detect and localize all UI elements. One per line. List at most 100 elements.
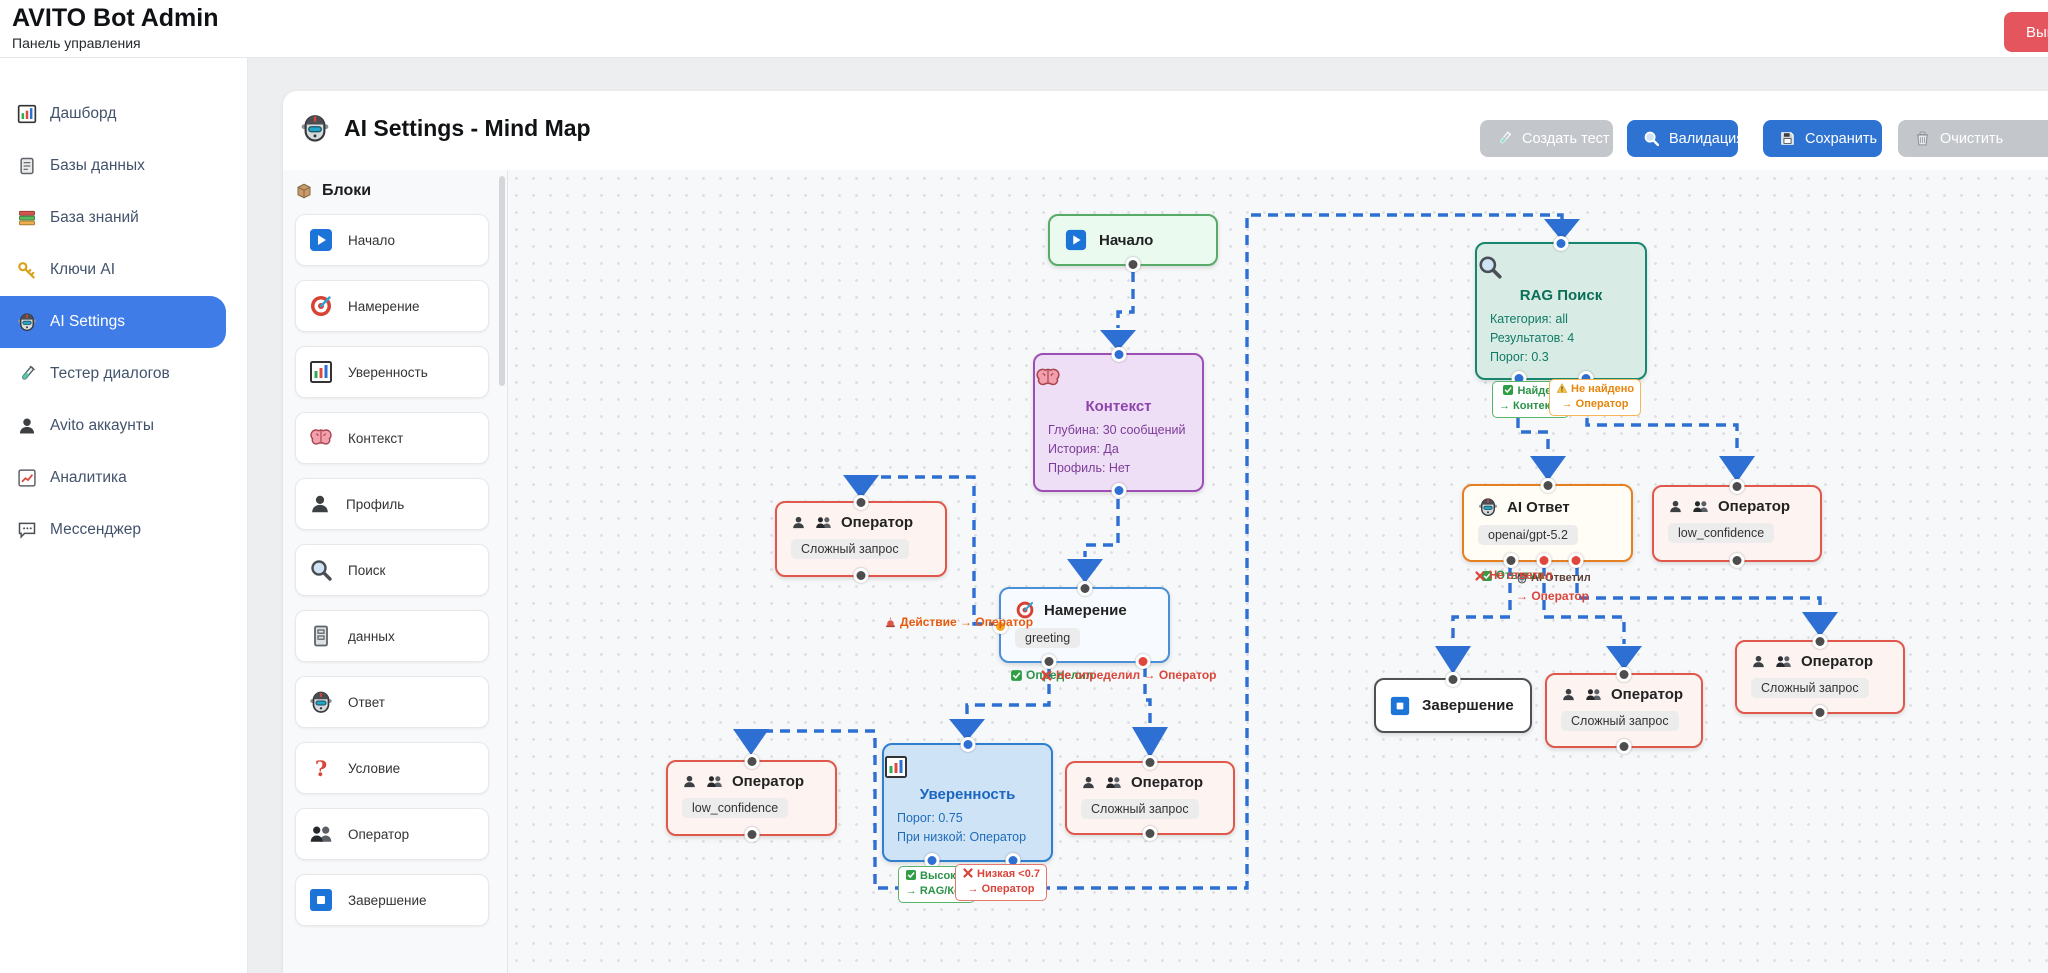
sidebar-item-databases[interactable]: Базы данных [0, 140, 247, 192]
block-label: Условие [348, 760, 401, 776]
node-title: Оператор [1131, 774, 1204, 791]
sidebar-item-label: AI Settings [50, 313, 125, 330]
block-item-operator[interactable]: Оператор [295, 808, 489, 860]
connector-dot[interactable] [744, 754, 759, 769]
people-icon [1105, 774, 1122, 791]
connector-dot[interactable] [1729, 479, 1745, 494]
node-operator-mid[interactable]: Оператор Сложный запрос [1065, 755, 1235, 841]
sidebar-item-dashboard[interactable]: Дашборд [0, 88, 247, 140]
block-label: Ответ [348, 694, 385, 710]
block-item-condition[interactable]: ? Условие [295, 742, 489, 794]
connector-dot[interactable] [1135, 654, 1151, 669]
robot-icon [17, 312, 37, 332]
connector-dot[interactable] [1536, 553, 1552, 568]
node-rag-search[interactable]: RAG Поиск Категория: all Результатов: 4 … [1475, 236, 1647, 386]
edge-label-not-found: Не найдено → Оператор [1549, 379, 1642, 416]
magnifier-icon [309, 558, 333, 582]
connector-dot[interactable] [1729, 553, 1745, 568]
connector-dot[interactable] [1503, 553, 1519, 568]
node-start[interactable]: Начало [1048, 214, 1218, 272]
clear-button[interactable]: Очистить [1898, 120, 2048, 157]
logout-button[interactable]: Выйти [2004, 12, 2048, 52]
cabinet-icon [309, 624, 333, 648]
person-icon [682, 774, 697, 789]
connector-dot[interactable] [853, 495, 869, 510]
people-icon [309, 822, 333, 846]
connector-dot[interactable] [1812, 705, 1828, 720]
node-operator-bottom-mid[interactable]: Оператор Сложный запрос [1545, 667, 1703, 754]
connector-dot[interactable] [1812, 634, 1828, 649]
validate-button[interactable]: Валидация [1627, 120, 1744, 157]
cross-icon [1040, 669, 1053, 682]
sidebar-item-label: Тестер диалогов [50, 365, 170, 382]
block-item-start[interactable]: Начало [295, 214, 489, 266]
node-tag: Сложный запрос [1081, 799, 1199, 819]
block-item-search[interactable]: Поиск [295, 544, 489, 596]
robot-icon [300, 113, 330, 143]
node-operator-top[interactable]: Оператор Сложный запрос [775, 495, 947, 583]
save-label: Сохранить [1805, 130, 1878, 147]
sidebar: Дашборд Базы данных База знаний Ключи AI… [0, 58, 248, 973]
siren-icon [884, 616, 897, 629]
block-label: Оператор [348, 826, 410, 842]
sidebar-item-dialog-tester[interactable]: Тестер диалогов [0, 348, 247, 400]
person-icon [791, 515, 806, 530]
connector-dot[interactable] [1616, 739, 1632, 754]
sidebar-item-analytics[interactable]: Аналитика [0, 452, 247, 504]
sidebar-item-ai-keys[interactable]: Ключи AI [0, 244, 247, 296]
node-operator-low-left[interactable]: Оператор low_confidence [666, 754, 837, 842]
sidebar-item-avito-accounts[interactable]: Avito аккаунты [0, 400, 247, 452]
connector-dot[interactable] [1616, 667, 1632, 682]
connector-dot[interactable] [1111, 347, 1126, 362]
logout-label: Выйти [2026, 23, 2048, 41]
block-item-intent[interactable]: Намерение [295, 280, 489, 332]
block-item-finish[interactable]: Завершение [295, 874, 489, 926]
connector-dot[interactable] [1077, 581, 1092, 596]
robot-icon [1478, 497, 1498, 517]
connector-dot[interactable] [1445, 672, 1461, 687]
node-title: AI Ответ [1507, 498, 1570, 516]
person-icon [309, 493, 331, 515]
magnifier-icon [1477, 254, 1503, 280]
connector-dot[interactable] [1540, 478, 1555, 493]
mindmap-canvas[interactable] [508, 170, 2048, 973]
block-item-answer[interactable]: Ответ [295, 676, 489, 728]
node-ai-answer[interactable]: AI Ответ openai/gpt-5.2 [1462, 478, 1633, 568]
clear-label: Очистить [1940, 130, 2004, 147]
create-test-button[interactable]: Создать тест [1480, 120, 1613, 157]
sidebar-item-label: Мессенджер [50, 521, 142, 538]
node-operator-low-right[interactable]: Оператор low_confidence [1652, 479, 1822, 568]
node-title: Оператор [841, 514, 914, 531]
block-item-context[interactable]: Контекст [295, 412, 489, 464]
node-confidence[interactable]: Уверенность Порог: 0.75 При низкой: Опер… [882, 737, 1053, 868]
blocks-scrollbar[interactable] [499, 176, 505, 386]
connector-dot[interactable] [853, 568, 869, 583]
connector-dot[interactable] [1568, 553, 1584, 568]
node-title: Намерение [1044, 601, 1127, 619]
save-button[interactable]: Сохранить [1763, 120, 1882, 157]
sidebar-item-messenger[interactable]: Мессенджер [0, 504, 247, 556]
block-item-data[interactable]: данных [295, 610, 489, 662]
sidebar-item-knowledge-base[interactable]: База знаний [0, 192, 247, 244]
node-title: Начало [1099, 231, 1154, 249]
node-finish[interactable]: Завершение [1374, 672, 1532, 733]
node-tag: Сложный запрос [1751, 678, 1869, 698]
connector-dot[interactable] [1142, 826, 1158, 841]
connector-dot[interactable] [1553, 236, 1569, 251]
sidebar-item-ai-settings[interactable]: AI Settings [0, 296, 226, 348]
connector-dot[interactable] [1125, 257, 1141, 272]
connector-dot[interactable] [744, 827, 759, 842]
block-item-confidence[interactable]: Уверенность [295, 346, 489, 398]
node-context[interactable]: Контекст Глубина: 30 сообщений История: … [1033, 347, 1204, 498]
connector-dot[interactable] [1041, 654, 1057, 669]
person-icon [1751, 654, 1766, 669]
connector-dot[interactable] [1111, 483, 1126, 498]
people-icon [1585, 686, 1602, 703]
blocks-header-label: Блоки [322, 182, 372, 199]
block-item-profile[interactable]: Профиль [295, 478, 489, 530]
node-detail: Профиль: Нет [1048, 460, 1131, 475]
connector-dot[interactable] [960, 737, 975, 752]
trash-icon [1914, 130, 1931, 147]
connector-dot[interactable] [1142, 755, 1158, 770]
node-operator-bottom-right[interactable]: Оператор Сложный запрос [1735, 634, 1905, 720]
